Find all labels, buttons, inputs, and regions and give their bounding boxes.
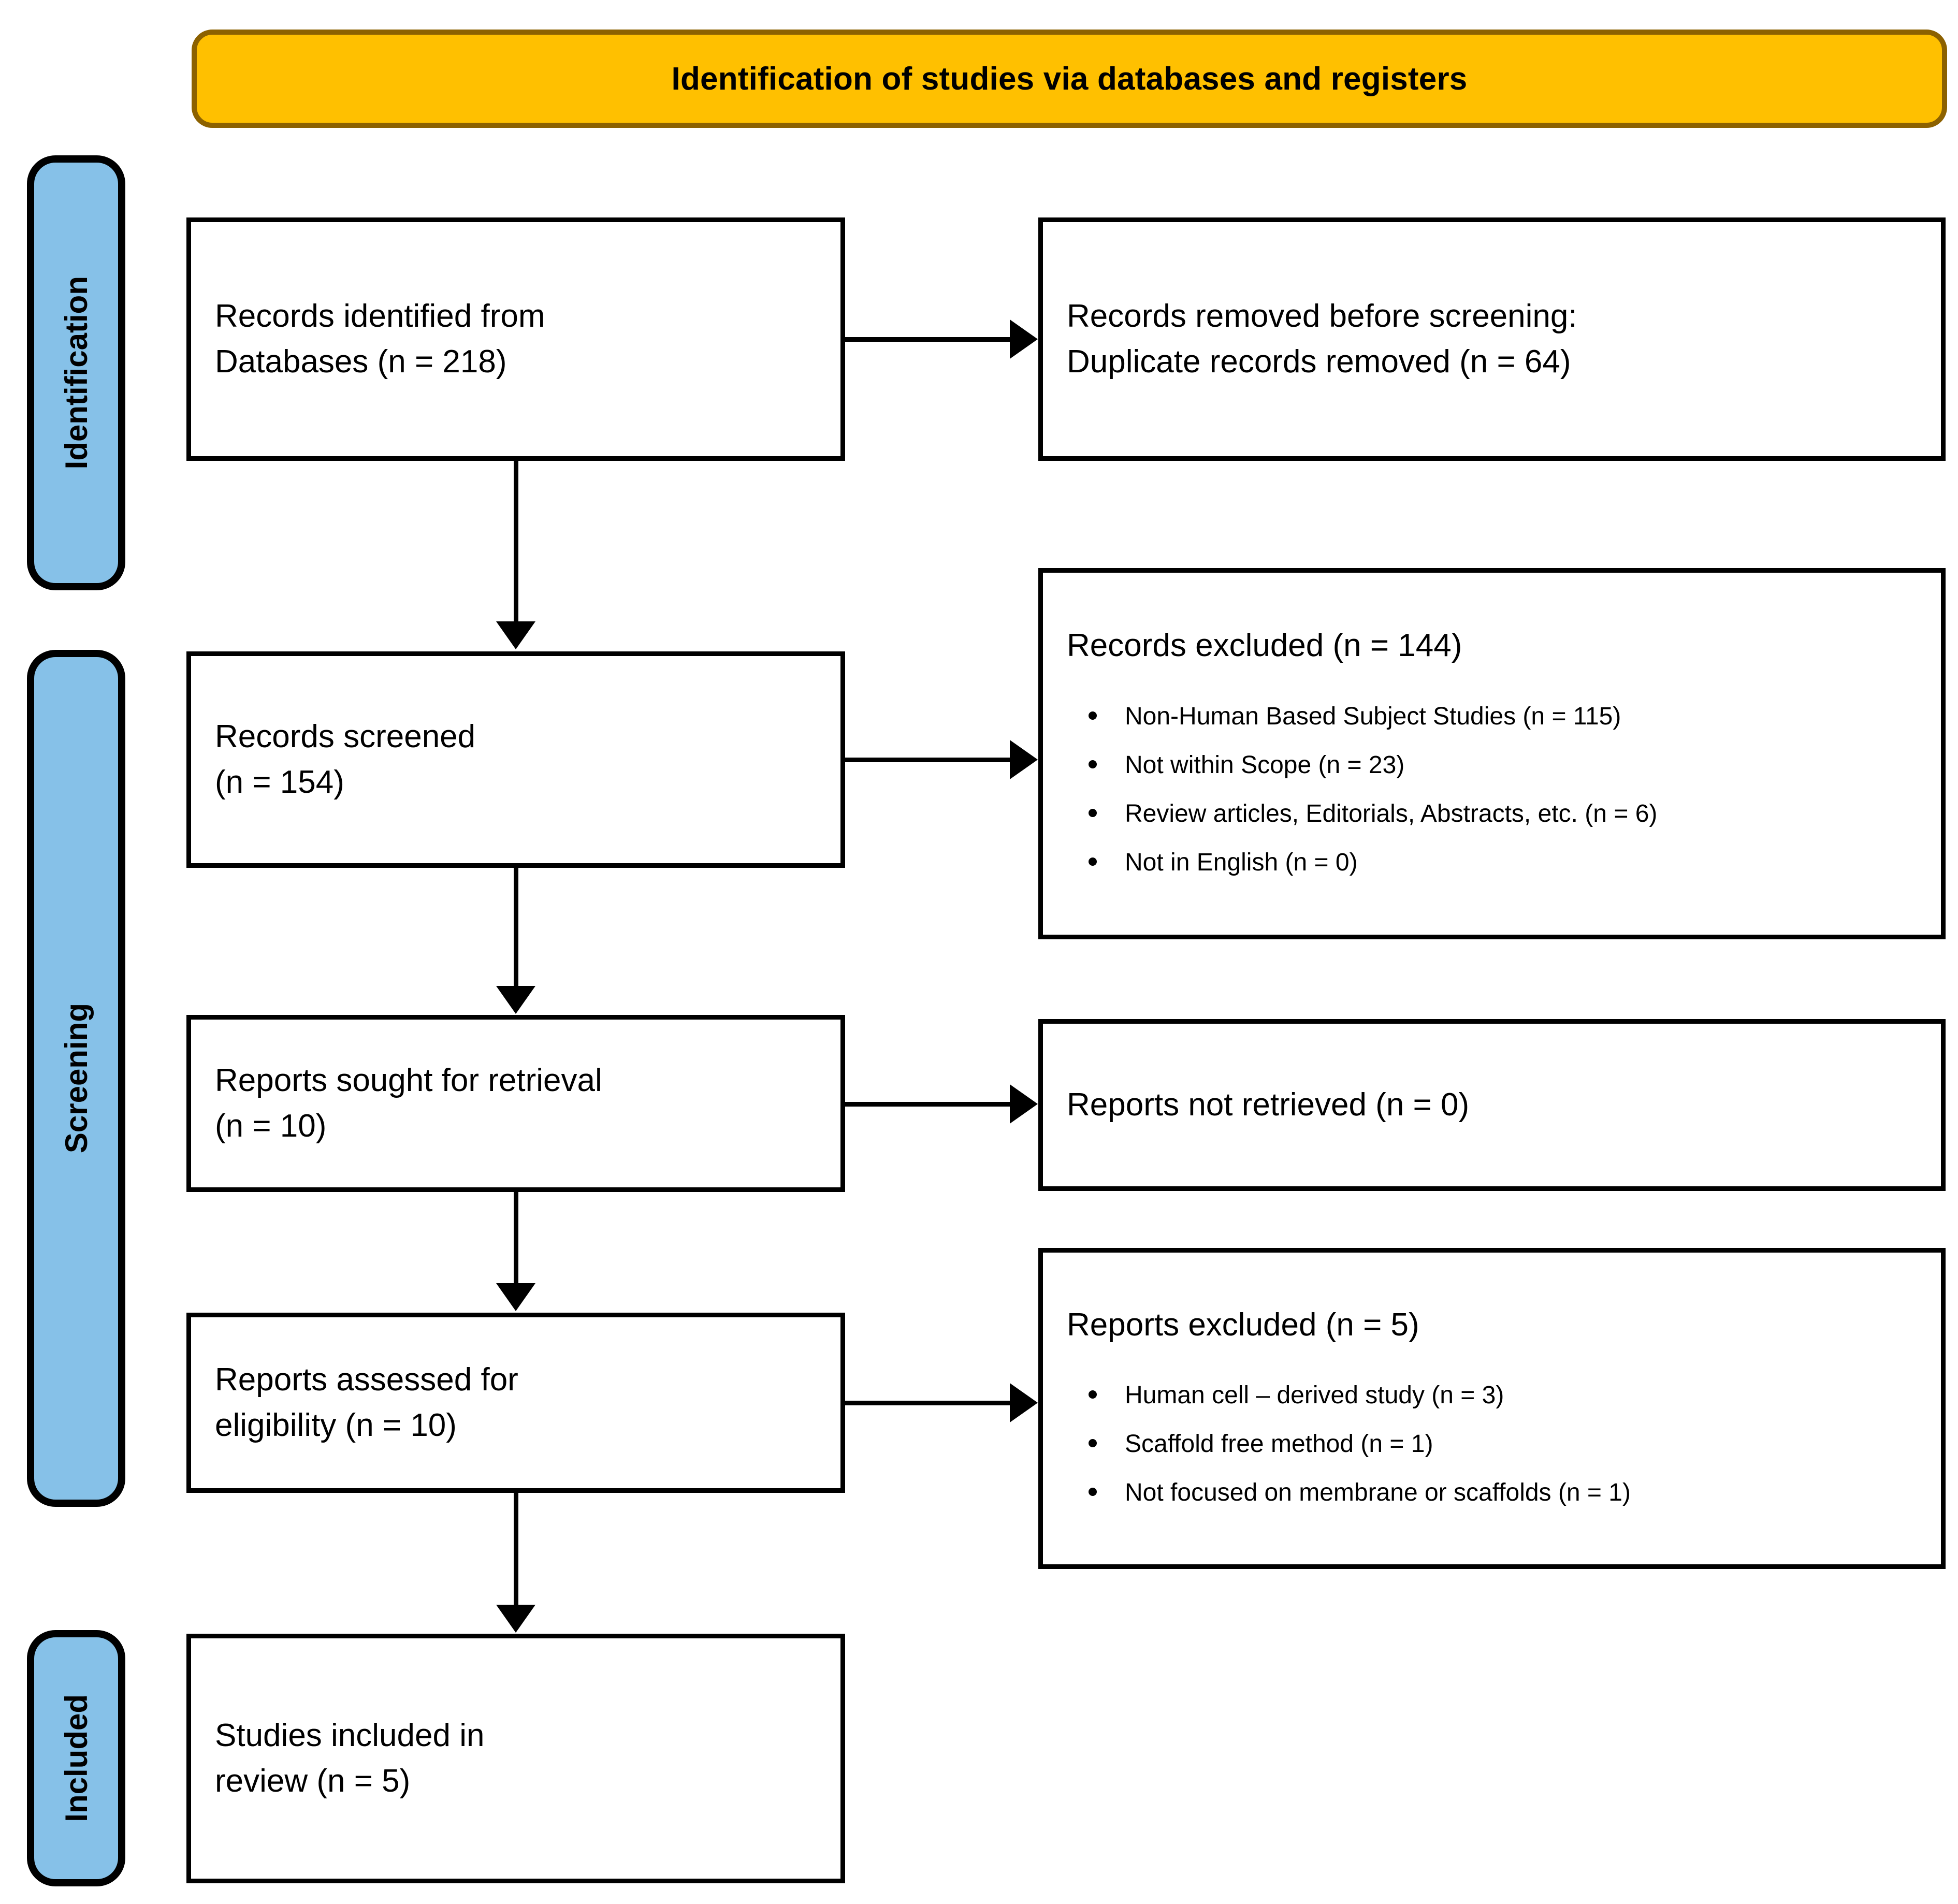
arrow-assessed-to-reports-excluded xyxy=(845,1401,1011,1405)
arrowhead-right xyxy=(1010,1383,1038,1422)
box-line-1: Records screened xyxy=(215,718,476,754)
stage-label-included: Included xyxy=(27,1630,125,1886)
list-item: Not in English (n = 0) xyxy=(1067,847,1917,878)
list-item: Scaffold free method (n = 1) xyxy=(1067,1429,1917,1460)
box-line-1: Records identified from xyxy=(215,298,545,334)
arrow-sought-to-assessed xyxy=(514,1192,518,1284)
box-records-excluded: Records excluded (n = 144) Non-Human Bas… xyxy=(1038,568,1946,939)
box-records-screened: Records screened (n = 154) xyxy=(186,651,845,868)
banner-title: Identification of studies via databases … xyxy=(671,61,1468,97)
box-line-1: Reports sought for retrieval xyxy=(215,1062,602,1098)
arrow-identified-to-removed xyxy=(845,337,1011,342)
stage-label-screening: Screening xyxy=(27,650,125,1507)
stage-label-text: Identification xyxy=(59,276,94,470)
box-line-2: (n = 10) xyxy=(215,1108,327,1144)
list-item: Non-Human Based Subject Studies (n = 115… xyxy=(1067,701,1917,732)
arrowhead-down xyxy=(496,1283,535,1311)
stage-label-identification: Identification xyxy=(27,155,125,590)
arrow-screened-to-records-excluded xyxy=(845,758,1011,762)
arrow-identified-to-screened xyxy=(514,461,518,622)
box-line-1: Reports not retrieved (n = 0) xyxy=(1067,1086,1470,1123)
list-item: Review articles, Editorials, Abstracts, … xyxy=(1067,798,1917,830)
box-line-1: Records removed before screening: xyxy=(1067,298,1577,334)
box-line-2: review (n = 5) xyxy=(215,1763,411,1799)
records-excluded-list: Non-Human Based Subject Studies (n = 115… xyxy=(1067,680,1917,882)
box-reports-not-retrieved: Reports not retrieved (n = 0) xyxy=(1038,1019,1946,1191)
box-line-2: Duplicate records removed (n = 64) xyxy=(1067,344,1571,380)
diagram-banner: Identification of studies via databases … xyxy=(192,30,1947,128)
box-reports-excluded: Reports excluded (n = 5) Human cell – de… xyxy=(1038,1248,1946,1569)
list-item: Human cell – derived study (n = 3) xyxy=(1067,1380,1917,1411)
box-heading: Records excluded (n = 144) xyxy=(1067,628,1462,664)
arrowhead-right xyxy=(1010,319,1038,359)
arrowhead-right xyxy=(1010,740,1038,779)
arrow-sought-to-not-retrieved xyxy=(845,1102,1011,1107)
arrow-screened-to-sought xyxy=(514,868,518,987)
stage-label-text: Screening xyxy=(59,1003,94,1154)
stage-label-text: Included xyxy=(59,1694,94,1822)
box-reports-assessed: Reports assessed for eligibility (n = 10… xyxy=(186,1313,845,1493)
arrowhead-right xyxy=(1010,1084,1038,1124)
list-item: Not within Scope (n = 23) xyxy=(1067,750,1917,781)
arrowhead-down xyxy=(496,986,535,1014)
box-studies-included: Studies included in review (n = 5) xyxy=(186,1634,845,1883)
box-heading: Reports excluded (n = 5) xyxy=(1067,1306,1419,1343)
box-line-2: eligibility (n = 10) xyxy=(215,1407,457,1443)
arrowhead-down xyxy=(496,1605,535,1633)
box-records-removed: Records removed before screening: Duplic… xyxy=(1038,217,1946,461)
arrowhead-down xyxy=(496,621,535,649)
box-line-1: Reports assessed for xyxy=(215,1361,518,1398)
arrow-assessed-to-included xyxy=(514,1493,518,1606)
box-line-2: (n = 154) xyxy=(215,764,344,800)
box-line-1: Studies included in xyxy=(215,1717,485,1753)
box-line-2: Databases (n = 218) xyxy=(215,344,507,380)
box-records-identified: Records identified from Databases (n = 2… xyxy=(186,217,845,461)
box-reports-sought: Reports sought for retrieval (n = 10) xyxy=(186,1015,845,1192)
list-item: Not focused on membrane or scaffolds (n … xyxy=(1067,1477,1917,1508)
reports-excluded-list: Human cell – derived study (n = 3) Scaff… xyxy=(1067,1359,1917,1513)
